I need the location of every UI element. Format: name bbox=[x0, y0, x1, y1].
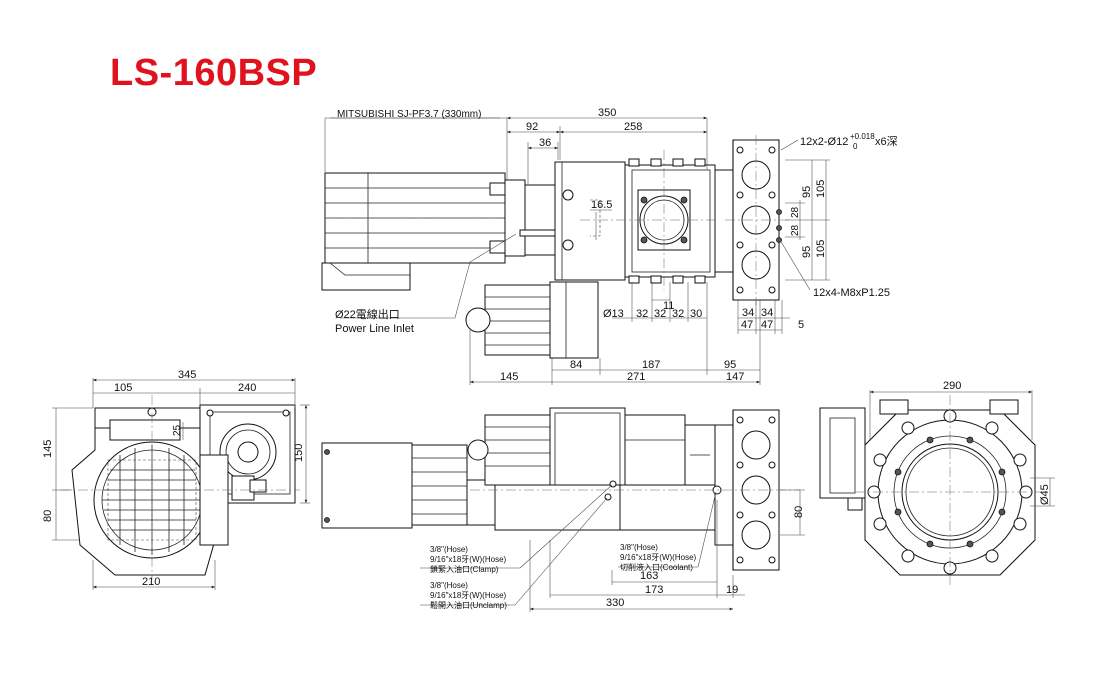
dim-105-v2: 105 bbox=[815, 240, 827, 258]
bore-depth: x6深 bbox=[875, 135, 898, 148]
dim-80: 80 bbox=[42, 510, 54, 522]
bore-note: 12x2-Ø12 bbox=[800, 136, 848, 148]
dim-32-c: 32 bbox=[672, 308, 684, 320]
turret-body bbox=[580, 150, 720, 290]
dim-19: 19 bbox=[726, 584, 738, 596]
dim-92: 92 bbox=[526, 121, 538, 133]
clamp-thread: 9/16"x18牙(W)(Hose) bbox=[430, 555, 507, 564]
dim-350: 350 bbox=[598, 107, 616, 119]
dim-95: 95 bbox=[724, 359, 736, 371]
dim-147: 147 bbox=[726, 371, 744, 383]
dim-105: 105 bbox=[114, 382, 132, 394]
dim-28-a: 28 bbox=[790, 206, 801, 218]
dim-290: 290 bbox=[943, 380, 961, 392]
motor-label: MITSUBISHI SJ-PF3.7 (330mm) bbox=[337, 109, 481, 120]
dim-145: 145 bbox=[500, 371, 518, 383]
tap-note: 12x4-M8xP1.25 bbox=[813, 287, 890, 299]
unclamp-label: 鬆開入油口(Unclamp) bbox=[430, 600, 507, 610]
left-view: 345 105 240 145 80 25 150 210 bbox=[42, 369, 310, 590]
dim-271: 271 bbox=[627, 371, 645, 383]
dim-95-v1: 95 bbox=[801, 186, 813, 198]
dim-345: 345 bbox=[178, 369, 196, 381]
dim-34-a: 34 bbox=[742, 307, 754, 319]
dim-84: 84 bbox=[570, 359, 582, 371]
dim-47-b: 47 bbox=[761, 319, 773, 331]
dim-47-a: 47 bbox=[741, 319, 753, 331]
dim-36: 36 bbox=[539, 137, 551, 149]
dim-210: 210 bbox=[142, 576, 160, 588]
dim-240: 240 bbox=[238, 382, 256, 394]
dim-11: 11 bbox=[663, 300, 674, 312]
dim-32-b: 32 bbox=[654, 308, 666, 320]
dim-80: 80 bbox=[793, 506, 805, 518]
dim-163: 163 bbox=[640, 570, 658, 582]
top-view: MITSUBISHI SJ-PF3.7 (330mm) 350 92 258 3… bbox=[321, 107, 898, 385]
dim-45: Ø45 bbox=[1039, 484, 1051, 505]
unclamp-hose: 3/8"(Hose) bbox=[430, 581, 468, 590]
power-inlet-cn: Ø22電線出口 bbox=[335, 307, 400, 321]
motor-body bbox=[321, 172, 526, 291]
page-title: LS-160BSP bbox=[110, 52, 318, 94]
bore-tolerance-lower: 0 bbox=[853, 142, 858, 151]
servo-motor bbox=[465, 281, 599, 359]
dim-150: 150 bbox=[293, 444, 305, 462]
coolant-label: 切削液入口(Coolant) bbox=[620, 562, 693, 572]
power-inlet-en: Power Line Inlet bbox=[335, 323, 414, 335]
gear-housing bbox=[519, 161, 626, 281]
dim-32-a: 32 bbox=[636, 308, 648, 320]
dim-258: 258 bbox=[624, 121, 642, 133]
dim-25: 25 bbox=[172, 424, 183, 436]
coolant-hose: 3/8"(Hose) bbox=[620, 543, 658, 552]
dim-187: 187 bbox=[642, 359, 660, 371]
clamp-hose: 3/8"(Hose) bbox=[430, 545, 468, 554]
side-view: 163 173 19 330 80 3/8"(Hose) 9/16"x18牙(W… bbox=[321, 407, 805, 612]
dim-145: 145 bbox=[42, 440, 54, 458]
dim-34-b: 34 bbox=[761, 307, 773, 319]
unclamp-thread: 9/16"x18牙(W)(Hose) bbox=[430, 591, 507, 600]
dim-13: Ø13 bbox=[603, 308, 624, 320]
dim-28-b: 28 bbox=[790, 224, 801, 236]
dim-16-5: 16.5 bbox=[591, 199, 612, 211]
right-view: 290 Ø45 bbox=[819, 380, 1055, 585]
coolant-thread: 9/16"x18牙(W)(Hose) bbox=[620, 553, 697, 562]
dim-30: 30 bbox=[690, 308, 702, 320]
dim-173: 173 bbox=[645, 584, 663, 596]
top-dimensions bbox=[324, 116, 830, 385]
clamp-label: 鎖緊入油口(Clamp) bbox=[430, 564, 499, 574]
dim-105-v1: 105 bbox=[815, 180, 827, 198]
dim-95-v2: 95 bbox=[801, 246, 813, 258]
dim-5: 5 bbox=[798, 319, 804, 331]
dim-330: 330 bbox=[606, 597, 624, 609]
bore-tolerance-upper: +0.018 bbox=[850, 132, 875, 141]
face-plate-top bbox=[714, 135, 790, 305]
